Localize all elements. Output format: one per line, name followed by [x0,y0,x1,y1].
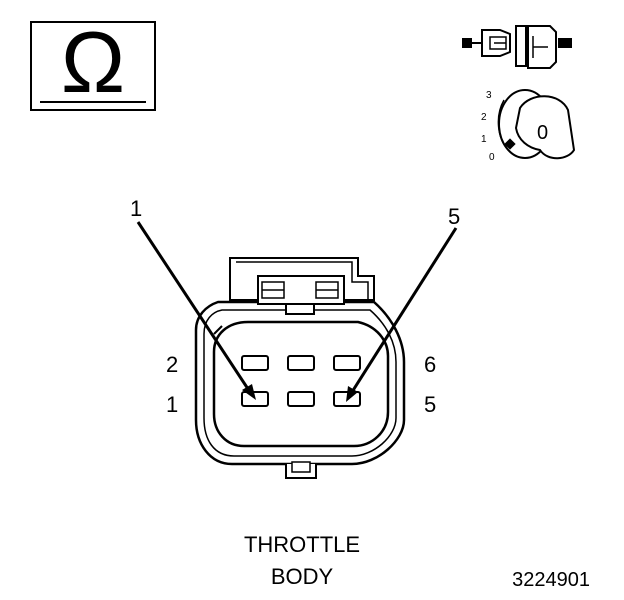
pin-cavity-2 [241,355,269,371]
connector-face [194,257,406,479]
ignition-position-1: 1 [481,134,487,145]
figure-number: 3224901 [512,569,590,591]
caption-line-1: THROTTLE [244,532,360,557]
key-position-label: 0 [537,122,548,144]
callout-label-right: 5 [448,204,460,229]
ohm-icon: Ω [61,15,125,111]
pin-cavity-3 [287,391,315,407]
callout-arrow-right [346,227,458,402]
pin-label-1: 1 [166,392,178,417]
pin-cavity-6 [333,355,361,371]
ignition-position-3: 3 [486,90,492,101]
callout-label-left: 1 [130,196,142,221]
caption-line-2: BODY [271,564,334,589]
pin-label-2: 2 [166,352,178,377]
ohmmeter-symbol: Ω [30,15,156,111]
callout-arrow-left [136,221,256,400]
pin-cavity-4 [287,355,315,371]
ignition-position-0: 0 [489,152,495,163]
ignition-key-icon: 3 2 1 0 0 [481,89,576,163]
pin-label-5: 5 [424,392,436,417]
pin-label-6: 6 [424,352,436,377]
disconnected-connector-icon [462,25,572,69]
ignition-position-2: 2 [481,112,487,123]
